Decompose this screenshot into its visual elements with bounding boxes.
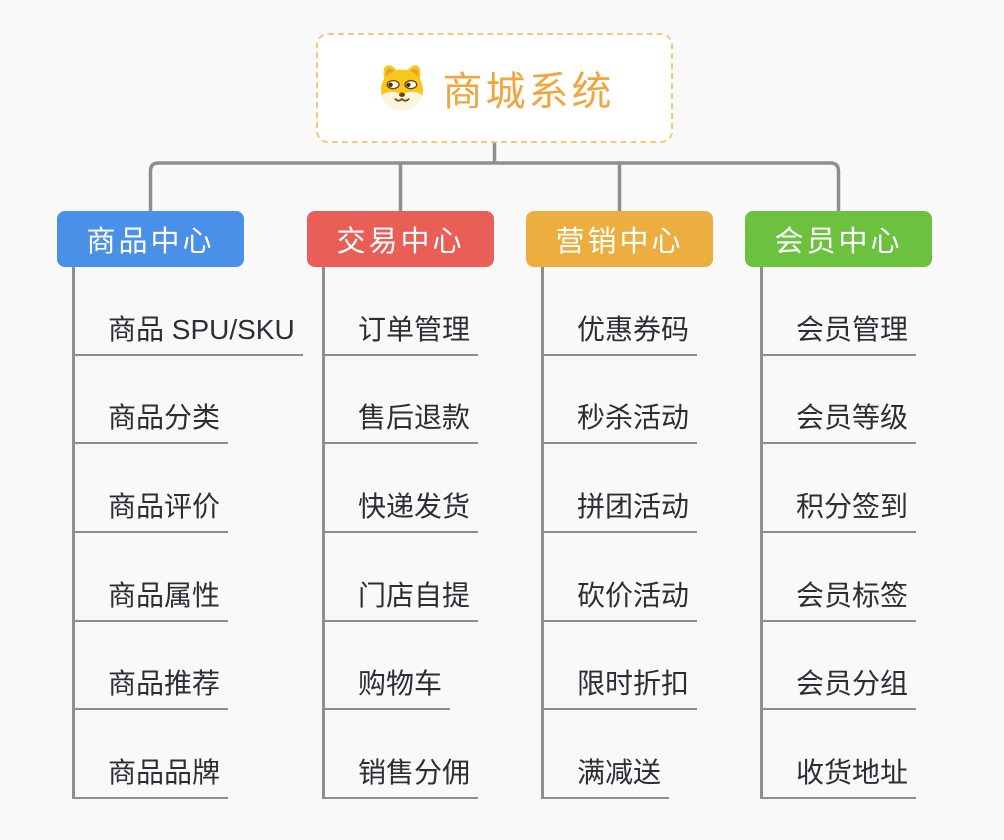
leaf-node[interactable]: 订单管理 (325, 308, 479, 356)
branch-item-column: 订单管理 售后退款 快递发货 门店自提 购物车 销售分佣 (322, 267, 479, 800)
leaf-node[interactable]: 会员标签 (763, 574, 917, 622)
root-node[interactable]: 商城系统 (316, 33, 673, 143)
branch-node-1[interactable]: 商品中心 (57, 211, 244, 267)
root-title: 商城系统 (442, 70, 615, 114)
leaf-node[interactable]: 会员分组 (763, 662, 917, 711)
branch-item-column: 商品 SPU/SKU 商品分类 商品评价 商品属性 商品推荐 商品品牌 (72, 267, 303, 800)
item-slot: 会员分组 (763, 622, 917, 711)
leaf-node[interactable]: 满减送 (544, 751, 670, 800)
leaf-node[interactable]: 商品分类 (75, 396, 229, 445)
item-slot: 快递发货 (325, 444, 479, 534)
branch-node-4[interactable]: 会员中心 (745, 211, 932, 267)
item-slot: 限时折扣 (544, 622, 698, 711)
leaf-node[interactable]: 会员管理 (763, 308, 917, 356)
leaf-node[interactable]: 购物车 (325, 662, 451, 711)
item-slot: 售后退款 (325, 356, 479, 445)
branch-item-column: 优惠券码 秒杀活动 拼团活动 砍价活动 限时折扣 满减送 (541, 267, 698, 800)
item-slot: 商品推荐 (75, 622, 303, 711)
item-slot: 满减送 (544, 710, 697, 800)
item-slot: 商品属性 (75, 533, 303, 622)
leaf-node[interactable]: 会员等级 (763, 396, 917, 445)
branch-label-1: 商品中心 (86, 226, 215, 258)
item-slot: 秒杀活动 (544, 356, 698, 445)
leaf-node[interactable]: 砍价活动 (544, 574, 698, 622)
item-slot: 会员管理 (763, 267, 917, 356)
item-slot: 优惠券码 (544, 267, 698, 356)
item-slot: 商品分类 (75, 356, 303, 445)
branch-label-4: 会员中心 (774, 226, 903, 258)
item-slot: 收货地址 (763, 710, 917, 800)
item-slot: 砍价活动 (544, 533, 698, 622)
branch-bus-line (148, 161, 841, 211)
item-slot: 会员标签 (763, 533, 917, 622)
branch-node-2[interactable]: 交易中心 (307, 211, 494, 267)
leaf-node[interactable]: 限时折扣 (544, 662, 698, 711)
item-slot: 商品评价 (75, 444, 303, 534)
branch-label-3: 营销中心 (555, 226, 684, 258)
item-slot: 销售分佣 (325, 710, 479, 800)
item-slot: 积分签到 (763, 444, 917, 534)
leaf-node[interactable]: 商品评价 (75, 485, 229, 534)
leaf-node[interactable]: 商品品牌 (75, 751, 229, 800)
leaf-node[interactable]: 商品推荐 (75, 662, 229, 711)
leaf-node[interactable]: 销售分佣 (325, 751, 479, 800)
item-slot: 购物车 (325, 622, 478, 711)
item-slot: 门店自提 (325, 533, 479, 622)
leaf-node[interactable]: 积分签到 (763, 485, 917, 534)
leaf-node[interactable]: 拼团活动 (544, 485, 698, 534)
leaf-node[interactable]: 商品 SPU/SKU (75, 308, 303, 356)
branch-item-column: 会员管理 会员等级 积分签到 会员标签 会员分组 收货地址 (760, 267, 917, 800)
leaf-node[interactable]: 快递发货 (325, 485, 479, 534)
branch-node-3[interactable]: 营销中心 (526, 211, 713, 267)
item-slot: 商品品牌 (75, 710, 303, 800)
item-slot: 订单管理 (325, 267, 479, 356)
leaf-node[interactable]: 售后退款 (325, 396, 479, 445)
branch-label-2: 交易中心 (336, 226, 465, 258)
item-slot: 拼团活动 (544, 444, 698, 534)
leaf-node[interactable]: 门店自提 (325, 574, 479, 622)
item-slot: 商品 SPU/SKU (75, 267, 303, 356)
leaf-node[interactable]: 商品属性 (75, 574, 229, 622)
leaf-node[interactable]: 收货地址 (763, 751, 917, 800)
leaf-node[interactable]: 优惠券码 (544, 308, 698, 356)
item-slot: 会员等级 (763, 356, 917, 445)
dog-face-icon (380, 65, 423, 110)
leaf-node[interactable]: 秒杀活动 (544, 396, 698, 445)
